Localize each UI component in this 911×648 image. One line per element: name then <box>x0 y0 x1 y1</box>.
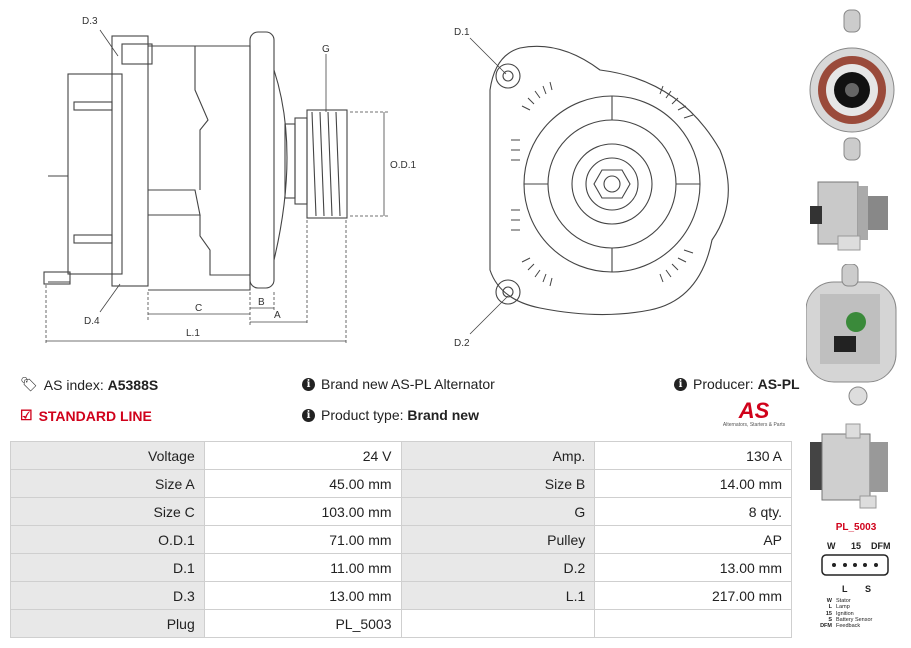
plug-pin-w: W <box>827 541 836 551</box>
spec-value: 11.00 mm <box>203 553 402 582</box>
info-icon: i <box>302 408 315 422</box>
spec-value: 71.00 mm <box>203 525 402 554</box>
plug-pin-dfm: DFM <box>871 541 891 551</box>
product-photo-side-2[interactable] <box>806 420 898 516</box>
as-index-value: A5388S <box>107 376 159 393</box>
table-row: Size A 45.00 mm Size B 14.00 mm <box>10 469 792 498</box>
brand-text: Brand new AS-PL Alternator <box>321 376 495 392</box>
tag-icon: 🏷 <box>20 376 38 392</box>
front-fins <box>511 81 694 287</box>
spec-value: PL_5003 <box>203 609 402 638</box>
spec-key: D.3 <box>10 581 205 610</box>
spec-key: D.1 <box>10 553 205 582</box>
product-photo-rear[interactable] <box>806 264 898 410</box>
spec-value: 13.00 mm <box>203 581 402 610</box>
spec-key: D.2 <box>400 553 596 582</box>
plug-pin-s: S <box>865 584 872 594</box>
info-icon: i <box>302 377 315 391</box>
product-type-value: Brand new <box>407 407 479 423</box>
spec-key: Size B <box>400 469 596 498</box>
standard-line-row: ☑ STANDARD LINE <box>20 407 152 424</box>
checkbox-icon: ☑ <box>20 407 33 423</box>
product-photo-side[interactable] <box>808 176 896 256</box>
label-g: G <box>322 44 330 55</box>
logo-text: AS <box>738 398 770 423</box>
pulley <box>306 109 348 219</box>
front-view <box>489 45 729 316</box>
brand-row: i Brand new AS-PL Alternator <box>302 376 495 392</box>
spec-key: Plug <box>10 609 205 638</box>
as-index-label: AS index: <box>43 376 104 393</box>
info-icon: i <box>674 377 687 391</box>
table-row: D.3 13.00 mm L.1 217.00 mm <box>10 581 792 610</box>
producer-label: Producer: <box>693 376 754 392</box>
standard-line-label: STANDARD LINE <box>38 407 152 424</box>
table-row: O.D.1 71.00 mm Pulley AP <box>10 525 792 554</box>
label-d4: D.4 <box>84 316 100 327</box>
as-pl-logo: AS Alternators, Starters & Parts <box>716 398 792 429</box>
plug-pin-l: L <box>842 584 848 594</box>
spec-value: AP <box>594 525 792 554</box>
table-row: Voltage 24 V Amp. 130 A <box>10 441 792 470</box>
table-row: D.1 11.00 mm D.2 13.00 mm <box>10 553 792 582</box>
label-od1: O.D.1 <box>390 160 417 171</box>
spec-value <box>594 609 792 638</box>
spec-value: 130 A <box>594 441 792 470</box>
spec-key: Amp. <box>400 441 596 470</box>
table-row: Plug PL_5003 <box>10 609 792 638</box>
logo-tagline: Alternators, Starters & Parts <box>722 422 786 428</box>
spec-value: 103.00 mm <box>203 497 402 526</box>
label-a: A <box>274 310 281 321</box>
spec-value: 24 V <box>203 441 402 470</box>
product-type-label: Product type: <box>321 407 404 423</box>
plug-title[interactable]: PL_5003 <box>835 522 877 533</box>
label-d3: D.3 <box>82 16 98 27</box>
producer-value: AS-PL <box>757 376 800 392</box>
spec-value: 217.00 mm <box>594 581 792 610</box>
table-row: Size C 103.00 mm G 8 qty. <box>10 497 792 526</box>
spec-table: Voltage 24 V Amp. 130 A Size A 45.00 mm … <box>10 441 792 638</box>
technical-drawing: D.3 D.4 G O.D.1 C B A L.1 D.1 D.2 <box>43 16 729 349</box>
spec-key <box>400 609 596 638</box>
spec-key: Voltage <box>10 441 205 470</box>
spec-key: G <box>400 497 596 526</box>
label-b: B <box>258 297 265 308</box>
spec-value: 14.00 mm <box>594 469 792 498</box>
spec-value: 45.00 mm <box>203 469 402 498</box>
spec-value: 8 qty. <box>594 497 792 526</box>
producer-row: i Producer: AS-PL <box>674 376 800 392</box>
spec-key: O.D.1 <box>10 525 205 554</box>
plug-pin-15: 15 <box>851 541 862 551</box>
spec-key: Size A <box>10 469 205 498</box>
product-type-row: i Product type: Brand new <box>302 407 479 423</box>
plug-connector-icon <box>821 554 889 576</box>
rear-cover <box>67 73 123 275</box>
front-housing <box>249 31 275 289</box>
label-d1: D.1 <box>454 27 470 38</box>
spec-key: L.1 <box>400 581 596 610</box>
label-l1: L.1 <box>186 328 200 339</box>
label-c: C <box>195 303 202 314</box>
as-index-row: 🏷 AS index: A5388S <box>20 376 158 393</box>
product-photo-front[interactable] <box>808 6 896 166</box>
spec-key: Size C <box>10 497 205 526</box>
label-d2: D.2 <box>454 338 470 349</box>
spec-value: 13.00 mm <box>594 553 792 582</box>
spec-key: Pulley <box>400 525 596 554</box>
